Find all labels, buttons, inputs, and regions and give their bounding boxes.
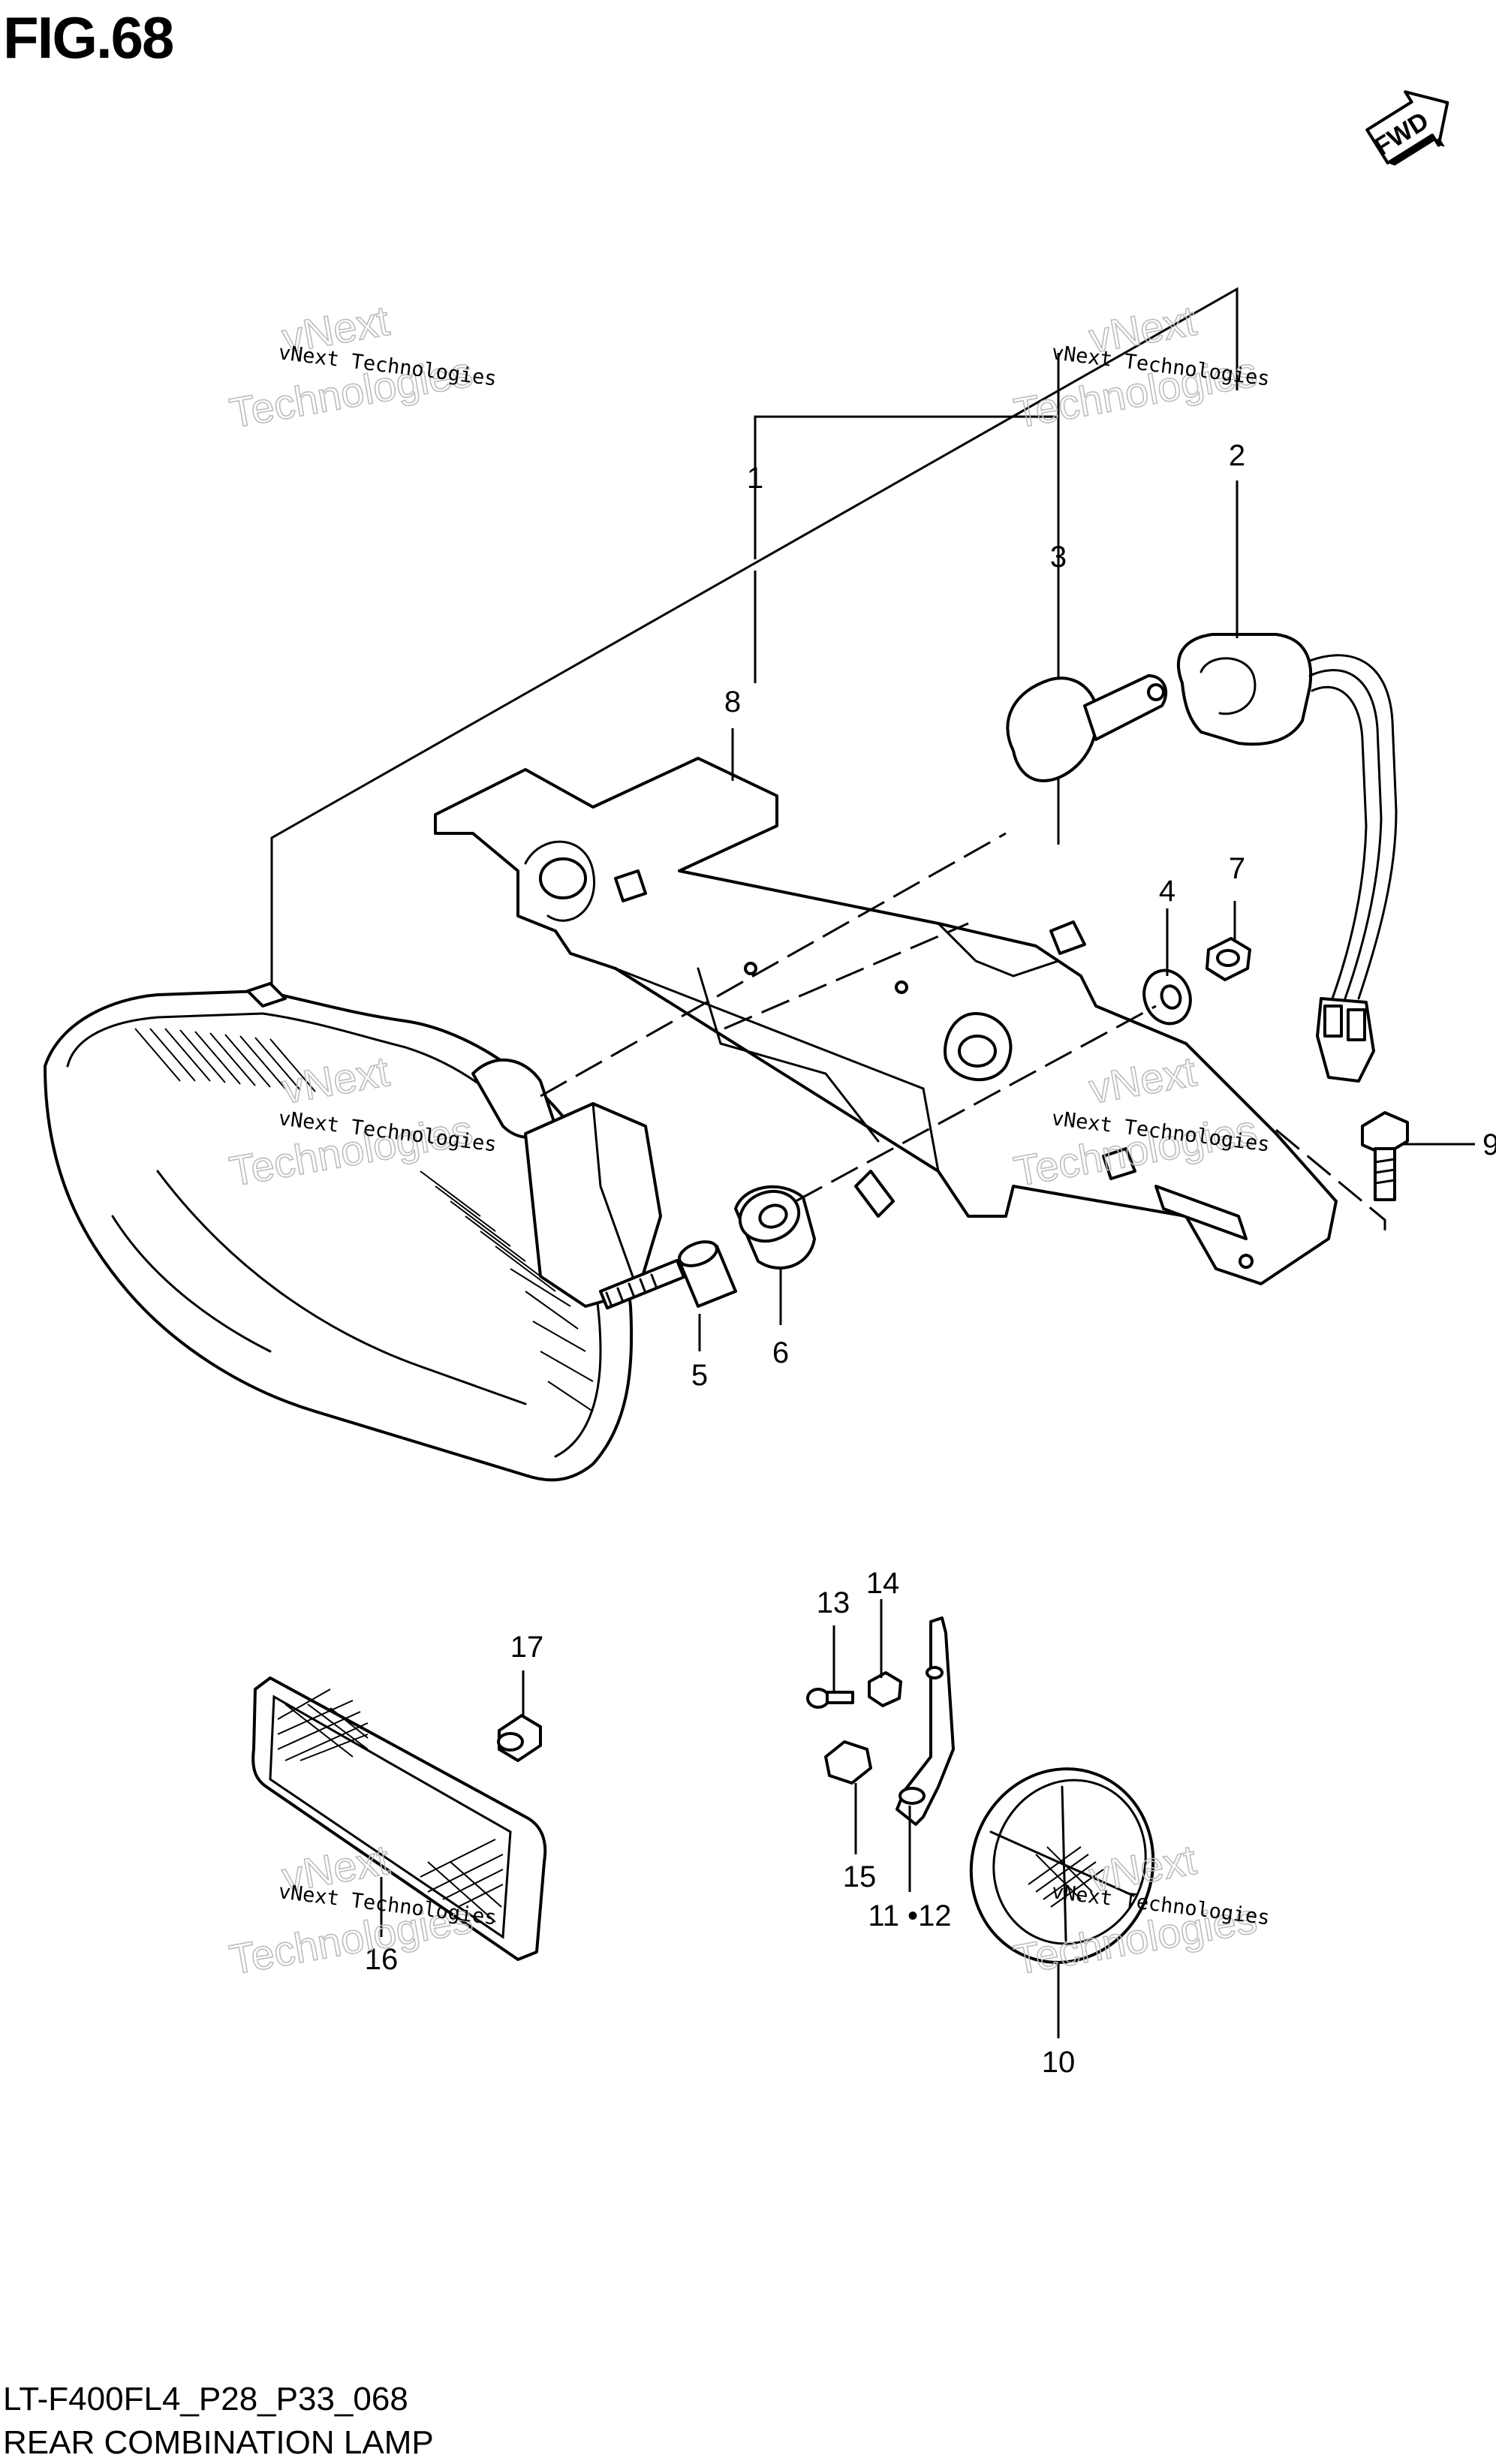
grommet-6 [734,1185,816,1270]
callout-4: 4 [1159,875,1175,908]
model-code: LT-F400FL4_P28_P33_068 [3,2381,408,2417]
watermark-top-right: vNext Technologies vNext Technologies [1010,296,1271,438]
reflector-16 [251,1676,547,1961]
callout-11-12: 11 •12 [868,1899,951,1932]
bulb-socket-harness [1177,633,1398,1083]
figure-title: FIG.68 [3,5,174,71]
screw-13 [806,1688,854,1709]
bolt-9 [1361,1111,1409,1201]
callout-5: 5 [691,1359,708,1392]
callout-15: 15 [843,1860,877,1893]
tail-lamp-housing [44,982,685,1482]
fwd-arrow-icon: FWD [1365,90,1449,166]
nut-14 [868,1671,902,1707]
callout-labels: 1 2 3 8 4 7 9 5 6 13 14 15 11 •12 17 16 … [365,439,1496,2079]
nut-15 [824,1740,872,1785]
callout-1: 1 [747,462,763,495]
assembly-guide-lines [540,832,1386,1231]
callout-7: 7 [1229,852,1245,885]
figure-name: REAR COMBINATION LAMP [3,2424,434,2461]
callout-13: 13 [817,1586,850,1619]
watermark-top-left: vNext Technologies vNext Technologies [225,296,498,438]
reflector-bracket-11-12 [895,1616,955,1826]
callout-6: 6 [772,1336,789,1369]
lamp-bulb [1006,674,1168,782]
washer-4 [1142,968,1192,1026]
callout-16: 16 [365,1943,399,1976]
collar-5 [678,1240,737,1308]
callout-2: 2 [1229,439,1245,472]
callout-14: 14 [866,1567,900,1600]
callout-10: 10 [1042,2046,1076,2079]
lamp-mounting-bracket [434,757,1338,1285]
callout-leader-lines [380,480,1475,2038]
callout-9: 9 [1482,1128,1496,1161]
callout-3: 3 [1050,541,1067,574]
callout-17: 17 [510,1631,544,1664]
callout-8: 8 [724,685,741,718]
nut-17 [497,1714,542,1762]
nut-7 [1206,937,1251,981]
round-reflector-10 [969,1767,1155,1964]
